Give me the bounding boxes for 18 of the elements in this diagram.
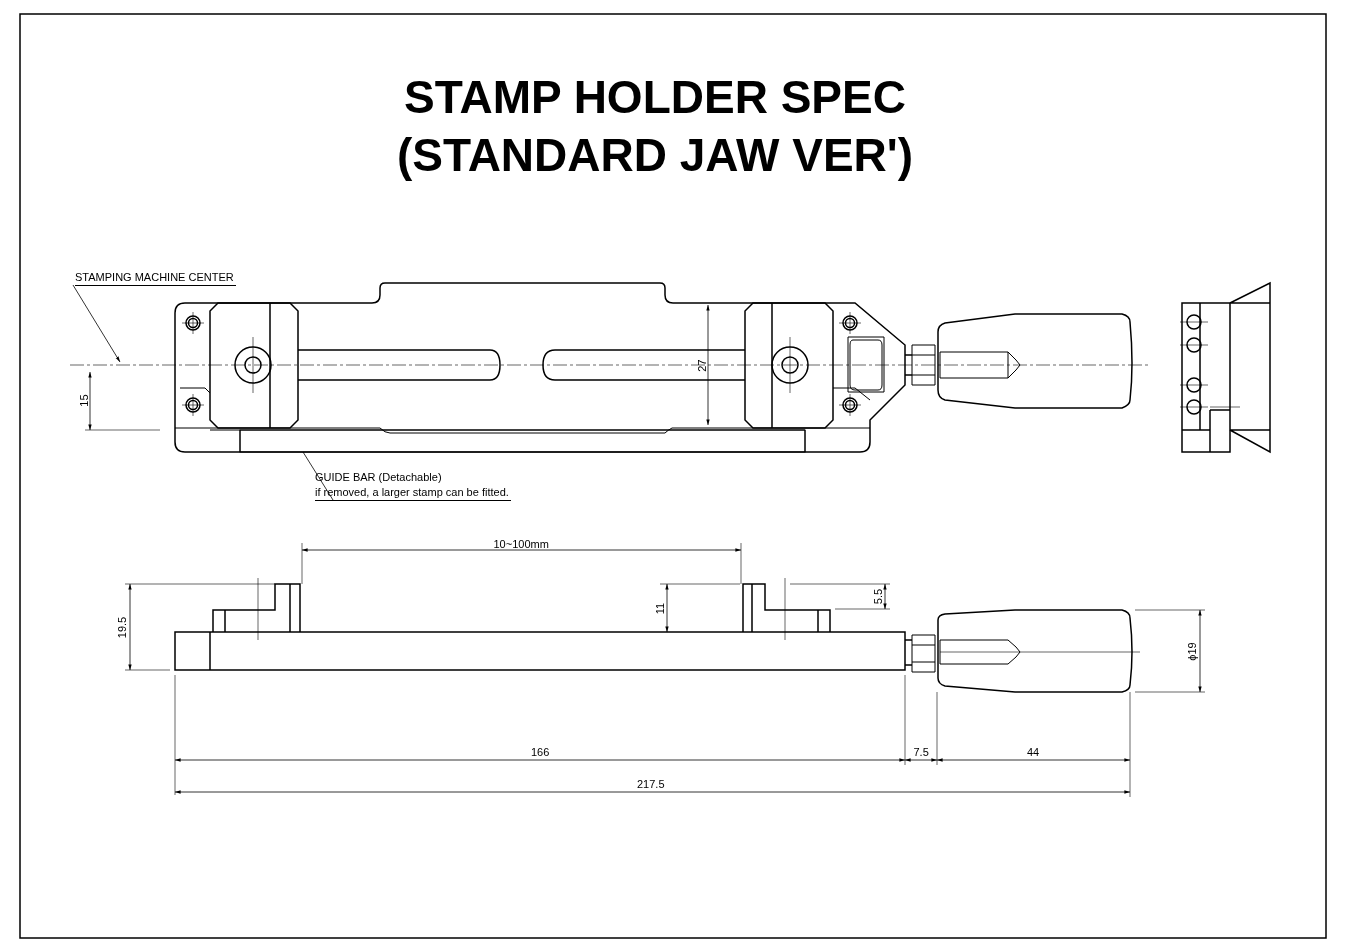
callout-text: if removed, a larger stamp can be fitted. <box>315 485 509 500</box>
dimension-label: 11 <box>653 602 667 614</box>
dimension-label: 217.5 <box>637 777 665 791</box>
callout-text: GUIDE BAR (Detachable) <box>315 470 443 485</box>
dimension-label: 5.5 <box>871 588 885 604</box>
dimension-label: 7.5 <box>913 745 929 759</box>
dimension-label: 166 <box>531 745 550 759</box>
center-line <box>69 364 1151 366</box>
dimension-label: 19.5 <box>115 616 129 638</box>
dimension-label: 15 <box>77 393 91 407</box>
drawing-title: STAMP HOLDER SPEC (STANDARD JAW VER') <box>395 70 915 183</box>
dimension-label: 27 <box>695 358 709 372</box>
callout-text: STAMPING MACHINE CENTER <box>75 270 234 285</box>
dimension-label: ϕ19 <box>1185 641 1199 661</box>
leader-line <box>302 451 334 501</box>
dimension-label: 44 <box>1027 745 1040 759</box>
dimension-label: 10~100mm <box>493 537 549 551</box>
guide-bar <box>239 429 806 453</box>
